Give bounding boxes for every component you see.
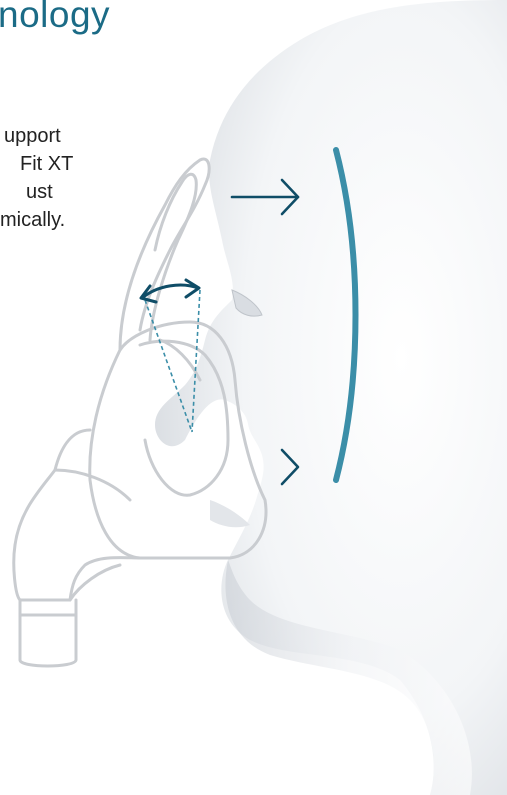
face-silhouette	[155, 0, 507, 795]
lips-shape	[210, 500, 250, 527]
